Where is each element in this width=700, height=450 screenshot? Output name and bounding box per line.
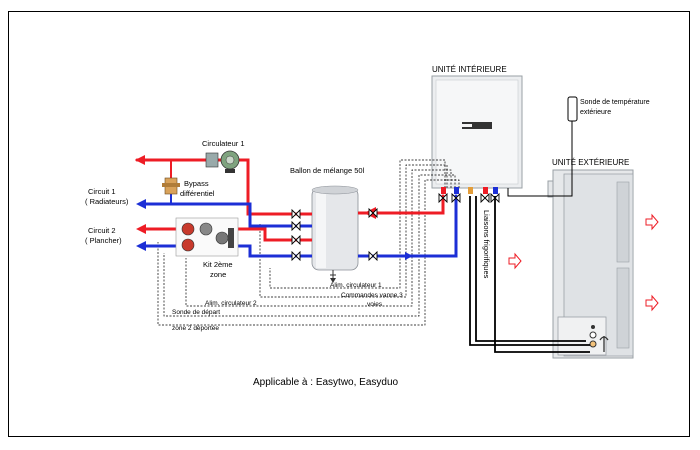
outdoor-sensor bbox=[507, 96, 578, 197]
sonde-depart-label-2: zone 2 déportée bbox=[172, 325, 219, 332]
zone2-kit bbox=[175, 217, 239, 257]
commandes-label-1: Commandes vanne 3 bbox=[341, 292, 403, 299]
tank-connections bbox=[304, 211, 370, 258]
indoor-unit bbox=[431, 75, 523, 189]
bypass-label-2: différentiel bbox=[180, 189, 215, 198]
airflow-arrows bbox=[508, 213, 659, 312]
circuit2-label-1: Circuit 2 bbox=[88, 226, 116, 235]
indoor-unit-label: UNITÉ INTÉRIEURE bbox=[432, 65, 507, 74]
bypass-valve bbox=[162, 177, 180, 195]
mixing-tank bbox=[311, 185, 359, 283]
control-cables bbox=[157, 159, 460, 326]
refrigerant-lines bbox=[469, 196, 590, 353]
sensor-label-2: extérieure bbox=[580, 109, 611, 116]
applicable-text: Applicable à : Easytwo, Easyduo bbox=[253, 377, 399, 388]
valves bbox=[291, 192, 500, 262]
alim-circ2-label: Alim. circulateur 2 bbox=[205, 300, 257, 307]
bypass-label-1: Bypass bbox=[184, 179, 209, 188]
commandes-label-2: voies bbox=[367, 301, 383, 308]
alim-circ1-label: Alim. circulateur 1 bbox=[330, 282, 382, 289]
liaisons-label: Liaisons frigorifiques bbox=[482, 210, 491, 279]
sonde-depart-label-1: Sonde de départ bbox=[172, 309, 220, 316]
indoor-unit-ports bbox=[441, 187, 498, 194]
sensor-label-1: Sonde de température bbox=[580, 99, 650, 106]
circuit1-label-2: ( Radiateurs) bbox=[85, 197, 129, 206]
circulator-1 bbox=[205, 150, 240, 173]
kit-label-2: zone bbox=[210, 270, 226, 279]
outdoor-unit bbox=[547, 169, 634, 359]
tank-label: Ballon de mélange 50l bbox=[290, 166, 365, 175]
kit-label-1: Kit 2ème bbox=[203, 260, 233, 269]
circulator-label: Circulateur 1 bbox=[202, 139, 245, 148]
circuit2-label-2: ( Plancher) bbox=[85, 236, 122, 245]
outdoor-unit-label: UNITÉ EXTÉRIEURE bbox=[552, 158, 629, 167]
circuit1-label-1: Circuit 1 bbox=[88, 187, 116, 196]
